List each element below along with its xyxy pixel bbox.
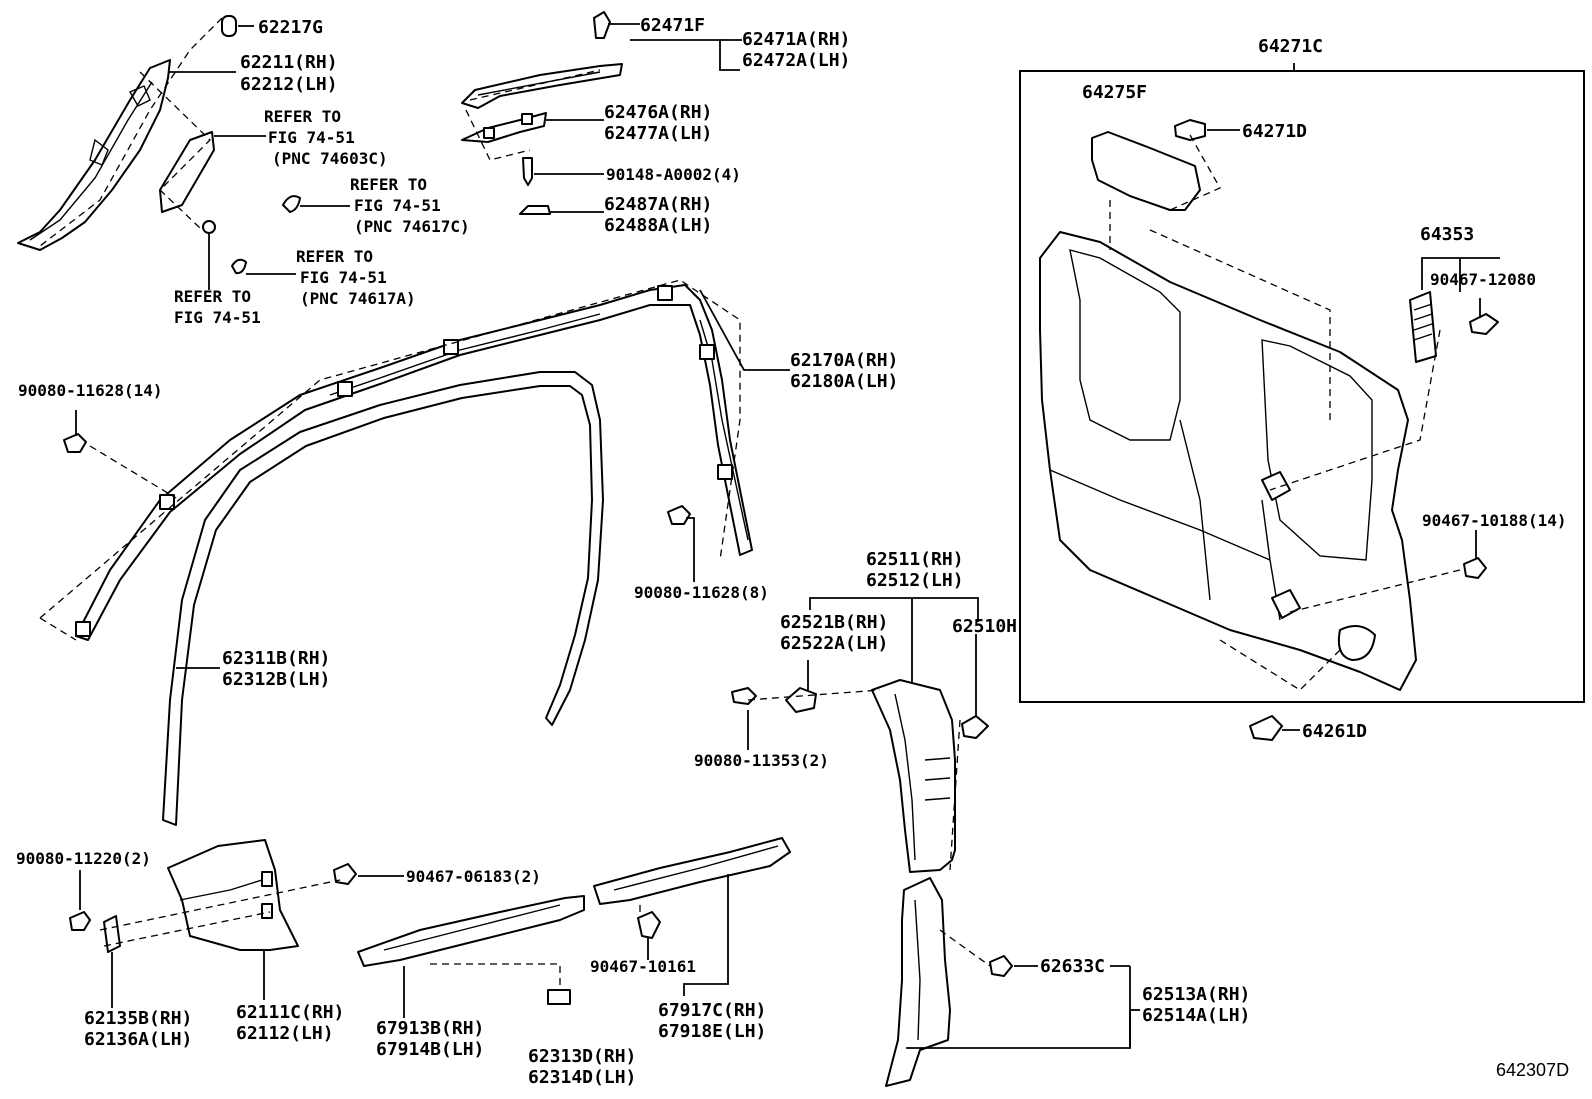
grip-cap-upper: [282, 195, 301, 213]
label-62511: 62511(RH): [866, 549, 964, 570]
label-refer2c: (PNC 74617C): [354, 217, 470, 236]
label-62513A: 62513A(RH): [1142, 984, 1250, 1005]
label-64353: 64353: [1420, 224, 1474, 245]
label-64261D: 64261D: [1302, 721, 1367, 742]
label-90080-11628-14: 90080-11628(14): [18, 381, 163, 400]
clip-62487A: [519, 205, 551, 215]
clip-64261D: [1249, 715, 1283, 741]
label-62180A: 62180A(LH): [790, 371, 898, 392]
label-refer3b: FIG 74-51: [300, 268, 387, 287]
label-62112: 62112(LH): [236, 1023, 334, 1044]
leader-lines: [75, 23, 1500, 1049]
label-refer4b: FIG 74-51: [174, 308, 261, 327]
label-67914B: 67914B(LH): [376, 1039, 484, 1060]
clip-62633C: [989, 955, 1013, 977]
label-62136A: 62136A(LH): [84, 1029, 192, 1050]
part-labels: 62217G 62211(RH) 62212(LH) REFER TO FIG …: [16, 15, 1569, 1088]
label-64271C: 64271C: [1258, 36, 1323, 57]
label-62512: 62512(LH): [866, 570, 964, 591]
clip-62217G: [221, 15, 237, 37]
label-64271D: 64271D: [1242, 121, 1307, 142]
screw-90148: [522, 157, 533, 186]
bracket-62135B: [103, 915, 121, 953]
bracket-64353: [1409, 291, 1437, 363]
label-62471F: 62471F: [640, 15, 705, 36]
clip-62510H: [961, 715, 989, 739]
label-90148: 90148-A0002(4): [606, 165, 741, 184]
label-refer3c: (PNC 74617A): [300, 289, 416, 308]
clip-64271D: [1174, 119, 1206, 141]
label-90467-10188: 90467-10188(14): [1422, 511, 1567, 530]
clip-62471F: [593, 11, 611, 39]
pad-62313D: [547, 989, 571, 1005]
roof-side-rail-bracket: [461, 63, 623, 109]
bracket-62521B: [785, 687, 817, 713]
label-90467-06183: 90467-06183(2): [406, 867, 541, 886]
clip-90467-10161: [637, 911, 661, 939]
quarter-trim-frame: [1019, 70, 1585, 703]
curtain-shield-airbag: [75, 284, 753, 641]
label-62471A: 62471A(RH): [742, 29, 850, 50]
label-refer1c: (PNC 74603C): [272, 149, 388, 168]
label-62211: 62211(RH): [240, 52, 338, 73]
label-62212: 62212(LH): [240, 74, 338, 95]
figure-id: 642307D: [1496, 1060, 1569, 1080]
clip-90467-10188: [1463, 557, 1487, 579]
label-62111C: 62111C(RH): [236, 1002, 344, 1023]
front-pillar-garnish: [17, 59, 171, 251]
label-62314D: 62314D(LH): [528, 1067, 636, 1088]
label-90467-12080: 90467-12080: [1430, 270, 1536, 289]
label-62477A: 62477A(LH): [604, 123, 712, 144]
label-refer2b: FIG 74-51: [354, 196, 441, 215]
label-62521B: 62521B(RH): [780, 612, 888, 633]
label-refer2a: REFER TO: [350, 175, 427, 194]
grip-cap-lower: [231, 258, 247, 275]
bracket-62476A: [461, 112, 547, 143]
label-62312B: 62312B(LH): [222, 669, 330, 690]
label-62313D: 62313D(RH): [528, 1046, 636, 1067]
clip-90467-12080: [1469, 313, 1499, 335]
clip-90467-06183: [333, 863, 357, 885]
label-62487A: 62487A(RH): [604, 194, 712, 215]
label-62633C: 62633C: [1040, 956, 1105, 977]
label-64275F: 64275F: [1082, 82, 1147, 103]
label-refer1a: REFER TO: [264, 107, 341, 126]
label-62311B: 62311B(RH): [222, 648, 330, 669]
label-62217G: 62217G: [258, 17, 323, 38]
label-refer1b: FIG 74-51: [268, 128, 355, 147]
label-refer4a: REFER TO: [174, 287, 251, 306]
label-62472A: 62472A(LH): [742, 50, 850, 71]
label-62135B: 62135B(RH): [84, 1008, 192, 1029]
assist-grip: [159, 131, 216, 234]
label-90080-11220: 90080-11220(2): [16, 849, 151, 868]
cover-64275F: [1091, 131, 1201, 211]
dashed-guides: [39, 17, 1461, 990]
center-pillar-garnish-upper: [871, 679, 956, 873]
label-67913B: 67913B(RH): [376, 1018, 484, 1039]
cowl-side-trim: [167, 839, 299, 951]
label-67917C: 67917C(RH): [658, 1000, 766, 1021]
bolt-90080-11220: [69, 911, 91, 931]
bolt-90080-11628-a: [63, 433, 87, 453]
label-90080-11353: 90080-11353(2): [694, 751, 829, 770]
label-62514A: 62514A(LH): [1142, 1005, 1250, 1026]
bolt-90080-11353: [731, 687, 757, 705]
package-tray-trim-panel: [1039, 231, 1417, 691]
label-62488A: 62488A(LH): [604, 215, 712, 236]
center-pillar-garnish-lower: [885, 877, 951, 1087]
label-62510H: 62510H: [952, 616, 1017, 637]
label-62170A: 62170A(RH): [790, 350, 898, 371]
label-62476A: 62476A(RH): [604, 102, 712, 123]
label-90467-10161: 90467-10161: [590, 957, 696, 976]
label-67918E: 67918E(LH): [658, 1021, 766, 1042]
scuff-plate-front: [357, 895, 585, 967]
label-90080-11628-8: 90080-11628(8): [634, 583, 769, 602]
label-refer3a: REFER TO: [296, 247, 373, 266]
bolt-90080-11628-b: [667, 505, 691, 525]
scuff-plate-rear: [593, 837, 791, 905]
label-62522A: 62522A(LH): [780, 633, 888, 654]
door-opening-trim-weatherstrip: [162, 371, 604, 826]
